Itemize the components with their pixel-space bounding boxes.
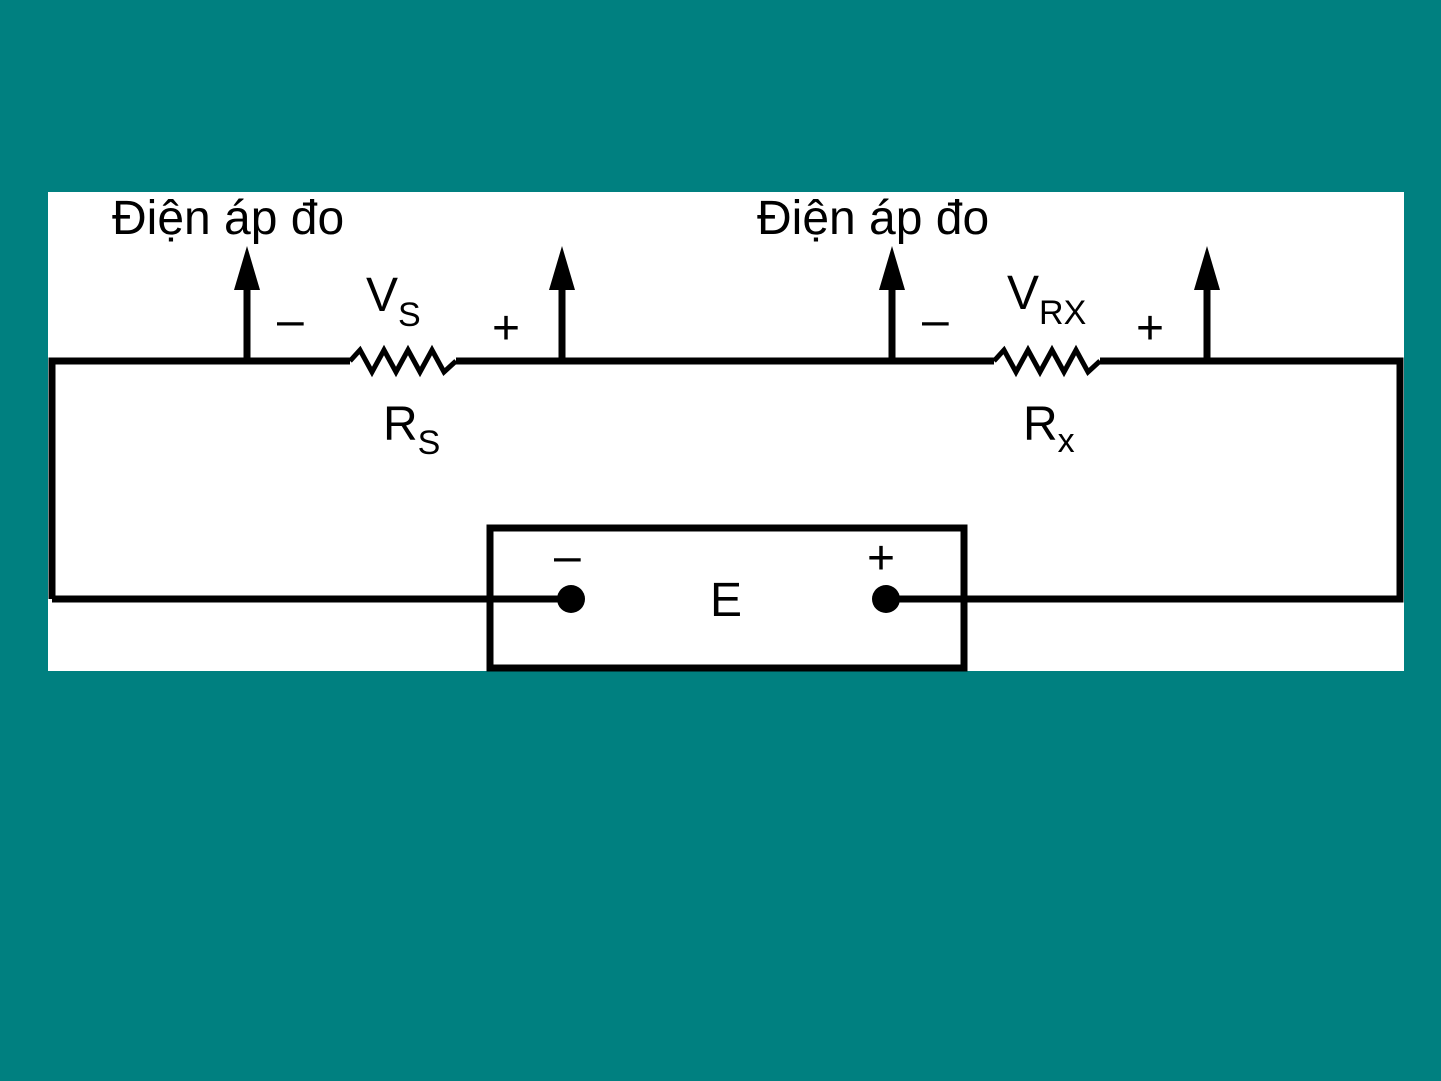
resistor-rs — [350, 350, 456, 372]
right-probe-label: Điện áp đo — [757, 192, 989, 245]
probe-arrow-icon — [234, 246, 260, 358]
resistor-rx — [994, 350, 1100, 372]
rs-label: RS — [383, 398, 440, 462]
vs-label: VS — [366, 269, 421, 334]
rx-label-main: R — [1023, 398, 1058, 451]
vrx-label-subscript: RX — [1039, 294, 1086, 332]
wire-top-right — [964, 361, 1400, 599]
rx-label-subscript: x — [1058, 422, 1075, 460]
vs-label-main: V — [366, 269, 398, 322]
vs-minus-sign: – — [277, 294, 304, 347]
probe-arrow-icon — [879, 246, 905, 358]
vrx-plus-sign: + — [1136, 302, 1164, 355]
rx-label: Rx — [1023, 398, 1075, 460]
left-probe-label: Điện áp đo — [112, 192, 344, 245]
vs-plus-sign: + — [492, 302, 520, 355]
rs-label-subscript: S — [418, 424, 441, 462]
source-minus-sign: – — [554, 530, 581, 583]
source-label: E — [710, 574, 742, 627]
probe-arrow-icon — [1194, 246, 1220, 358]
rs-label-main: R — [383, 398, 418, 451]
vrx-label: VRX — [1007, 267, 1086, 332]
probe-arrow-icon — [549, 246, 575, 358]
vrx-minus-sign: – — [922, 294, 949, 347]
vs-label-subscript: S — [398, 296, 421, 334]
vrx-label-main: V — [1007, 267, 1039, 320]
wire-top-left — [52, 361, 350, 599]
source-negative-terminal — [557, 585, 585, 613]
source-positive-terminal — [872, 585, 900, 613]
source-plus-sign: + — [867, 532, 895, 585]
